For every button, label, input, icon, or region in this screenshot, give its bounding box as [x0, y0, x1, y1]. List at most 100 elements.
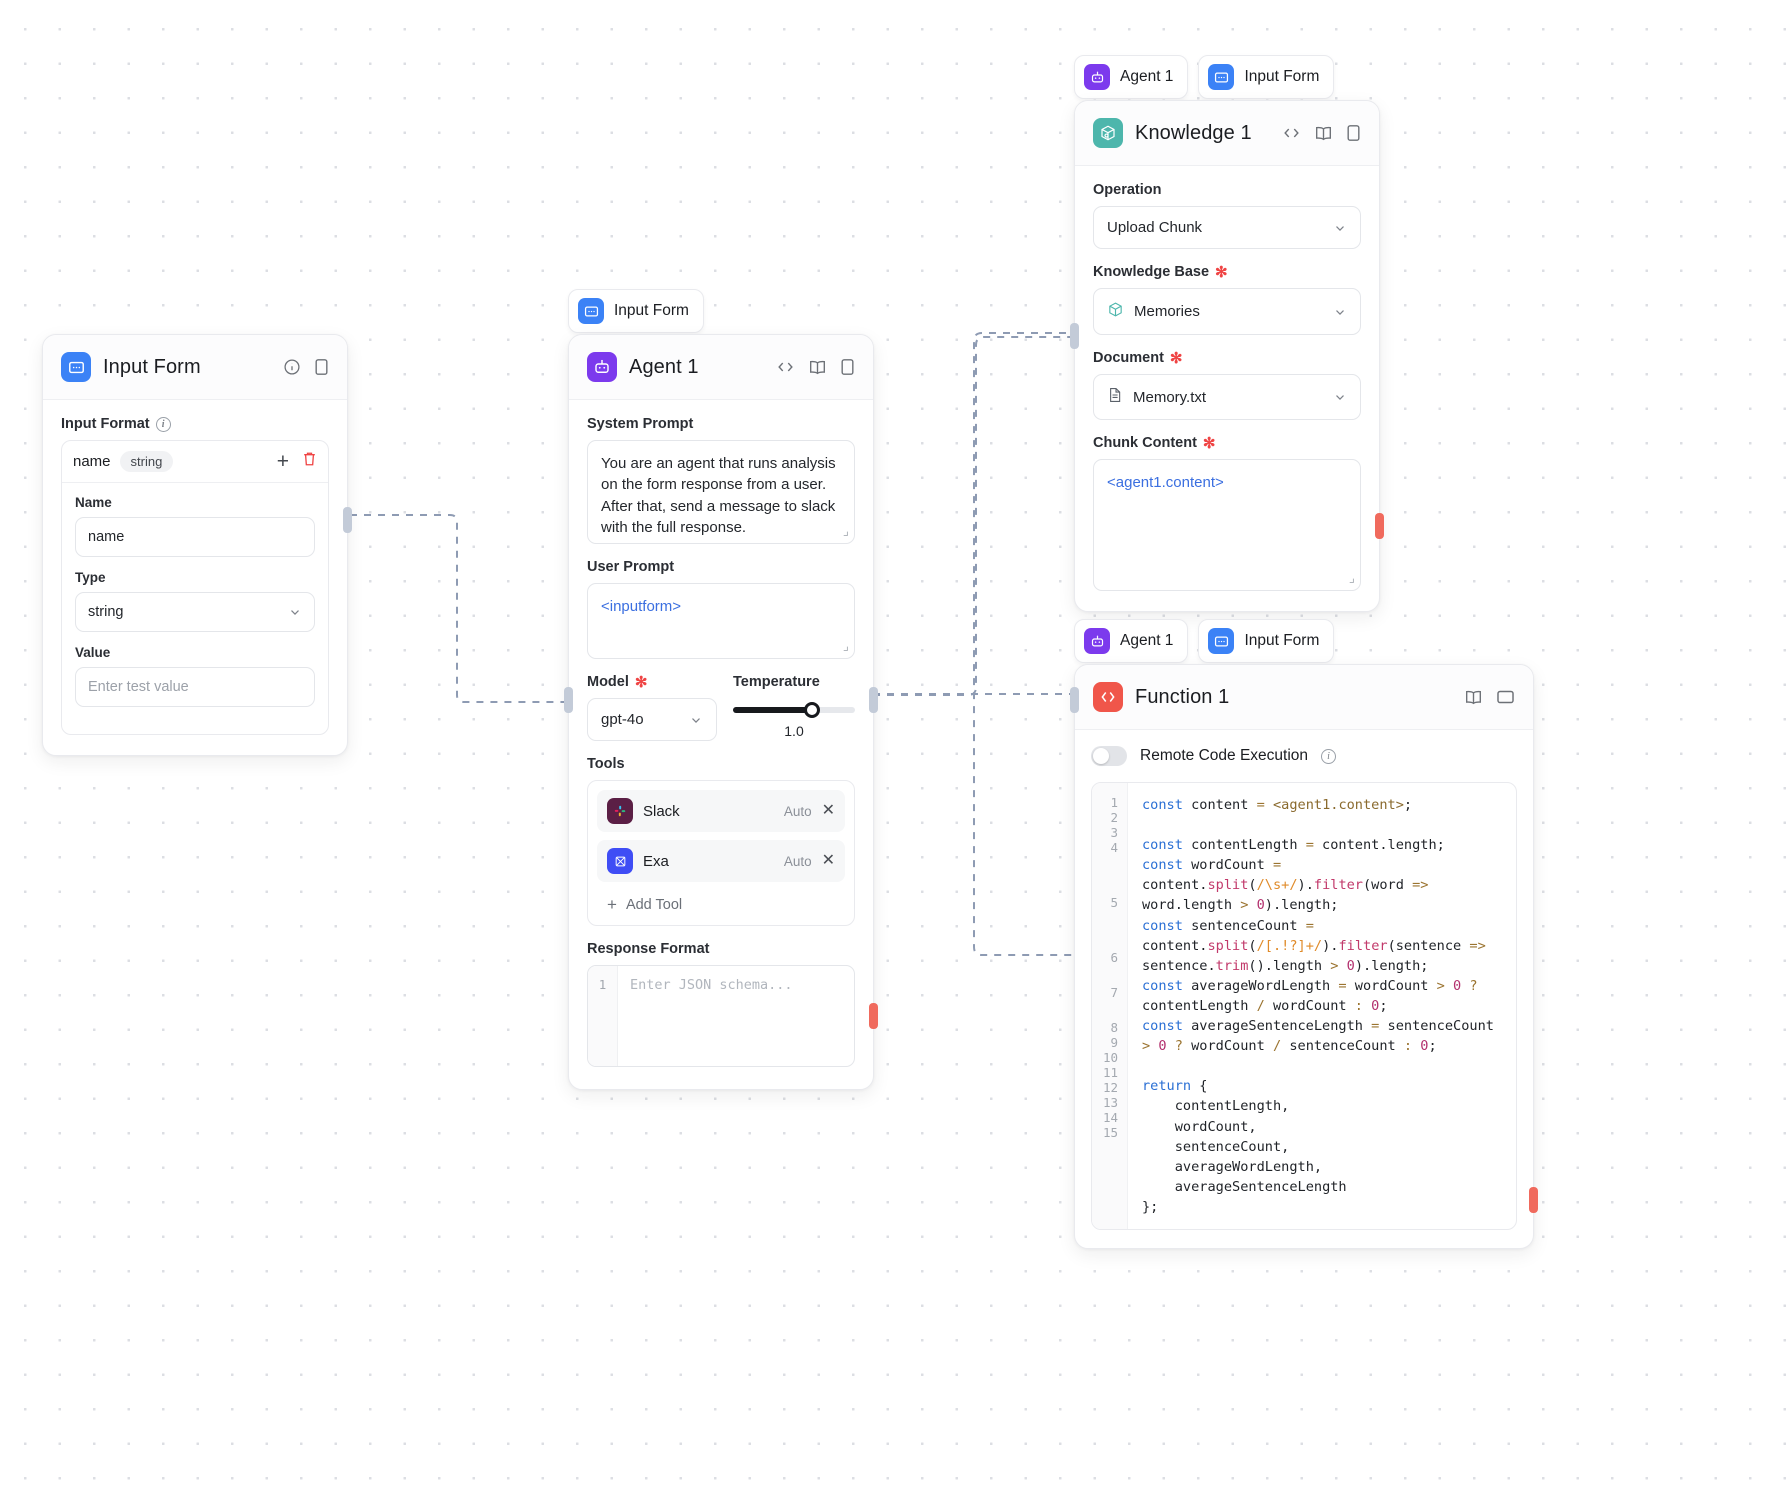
document-icon: [1107, 387, 1123, 407]
node-function[interactable]: Function 1 Remote Code Execution i: [1070, 664, 1538, 1249]
tool-name: Slack: [643, 802, 680, 820]
knowledge-base-select[interactable]: Memories: [1093, 288, 1361, 335]
agent-header[interactable]: Agent 1: [569, 335, 873, 400]
info-icon[interactable]: i: [155, 416, 171, 432]
tool-item[interactable]: Slack Auto ✕: [597, 790, 845, 832]
value-input[interactable]: Enter test value: [75, 667, 315, 707]
tools-label: Tools: [587, 756, 625, 772]
type-label: Type: [75, 570, 106, 585]
chip-label: Input Form: [1244, 68, 1320, 85]
temperature-slider[interactable]: 1.0: [733, 698, 855, 739]
form-icon: [1208, 64, 1235, 90]
remove-tool-icon[interactable]: ✕: [821, 852, 835, 869]
slack-icon: [607, 798, 633, 824]
chevron-down-icon: [1333, 221, 1347, 235]
edge-inputform-to-agent: [350, 514, 575, 703]
code-icon[interactable]: [776, 359, 795, 375]
edge-knowledge-branch-down: [973, 332, 1084, 956]
tool-item[interactable]: Exa Auto ✕: [597, 840, 845, 882]
node-knowledge[interactable]: Knowledge 1: [1070, 100, 1384, 612]
info-icon[interactable]: i: [1321, 748, 1337, 764]
toggle-label: Remote Code Execution: [1140, 747, 1309, 764]
input-format-label: Input Format i: [61, 416, 329, 432]
knowledge-header[interactable]: Knowledge 1: [1075, 101, 1379, 166]
output-port[interactable]: [869, 687, 878, 713]
code-content[interactable]: const content = <agent1.content>; const …: [1142, 797, 1503, 1215]
model-select[interactable]: gpt-4o: [587, 698, 717, 741]
expand-icon[interactable]: [1496, 689, 1515, 705]
panel-icon[interactable]: [840, 358, 855, 376]
chip-input-form[interactable]: Input Form: [1198, 55, 1335, 99]
error-port[interactable]: [869, 1003, 878, 1029]
knowledge-icon: [1093, 118, 1123, 148]
code-icon[interactable]: [1282, 125, 1301, 141]
node-title: Input Form: [103, 355, 201, 378]
tool-mode[interactable]: Auto: [783, 853, 812, 869]
row-type-badge: string: [119, 451, 174, 472]
book-icon[interactable]: [1464, 689, 1483, 706]
output-port[interactable]: [343, 507, 352, 533]
panel-icon[interactable]: [1346, 124, 1361, 142]
chip-input-form[interactable]: Input Form: [568, 289, 704, 333]
resize-handle-icon[interactable]: ⌟: [842, 637, 849, 653]
knowledge-input-chips: Agent 1 Input Form: [1074, 55, 1335, 99]
book-icon[interactable]: [1314, 125, 1333, 142]
json-placeholder: Enter JSON schema...: [630, 977, 793, 993]
add-tool-button[interactable]: + Add Tool: [597, 890, 845, 916]
tool-name: Exa: [643, 852, 669, 870]
user-prompt-textarea[interactable]: <inputform> ⌟: [587, 583, 855, 659]
tools-list: Slack Auto ✕ Exa Auto ✕: [587, 780, 855, 926]
chip-agent-1[interactable]: Agent 1: [1074, 55, 1189, 99]
remote-code-execution-toggle[interactable]: [1091, 746, 1127, 766]
panel-icon[interactable]: [314, 358, 329, 376]
remove-tool-icon[interactable]: ✕: [821, 802, 835, 819]
type-select[interactable]: string: [75, 592, 315, 632]
line-number: 1: [588, 966, 618, 1066]
tool-mode[interactable]: Auto: [783, 803, 812, 819]
model-label: Model✻: [587, 673, 648, 691]
form-icon: [61, 352, 91, 382]
chevron-down-icon: [288, 605, 302, 619]
name-input[interactable]: name: [75, 517, 315, 557]
chip-input-form[interactable]: Input Form: [1198, 619, 1335, 663]
input-port[interactable]: [564, 687, 573, 713]
function-code-icon: [1093, 682, 1123, 712]
node-input-form[interactable]: Input Form Input Format i: [42, 334, 352, 756]
output-port[interactable]: [1529, 1187, 1538, 1213]
book-icon[interactable]: [808, 359, 827, 376]
response-format-label: Response Format: [587, 941, 710, 957]
form-icon: [1208, 628, 1235, 654]
info-icon[interactable]: [283, 358, 301, 376]
input-port[interactable]: [1070, 687, 1079, 713]
chevron-down-icon: [1333, 390, 1347, 404]
resize-handle-icon[interactable]: ⌟: [842, 522, 849, 538]
response-format-editor[interactable]: 1 Enter JSON schema...: [587, 965, 855, 1067]
knowledge-base-icon: [1107, 301, 1124, 322]
output-port[interactable]: [1375, 513, 1384, 539]
operation-label: Operation: [1093, 182, 1162, 198]
input-format-row[interactable]: name string +: [62, 441, 328, 483]
node-agent[interactable]: Agent 1: [564, 334, 878, 1090]
chunk-content-textarea[interactable]: <agent1.content> ⌟: [1093, 459, 1361, 591]
value-label: Value: [75, 645, 111, 660]
input-format-group: name string + Name name: [61, 440, 329, 735]
resize-handle-icon[interactable]: ⌟: [1348, 569, 1355, 585]
document-select[interactable]: Memory.txt: [1093, 374, 1361, 420]
remote-code-execution-row[interactable]: Remote Code Execution i: [1091, 746, 1517, 766]
add-field-icon[interactable]: +: [276, 450, 289, 473]
input-form-header[interactable]: Input Form: [43, 335, 347, 400]
input-port[interactable]: [1070, 323, 1079, 349]
function-input-chips: Agent 1 Input Form: [1074, 619, 1335, 663]
add-tool-label: Add Tool: [625, 896, 683, 913]
chip-agent-1[interactable]: Agent 1: [1074, 619, 1189, 663]
edge-agent-to-knowledge: [873, 336, 1078, 696]
function-header[interactable]: Function 1: [1075, 665, 1533, 730]
system-prompt-textarea[interactable]: You are an agent that runs analysis on t…: [587, 440, 855, 544]
operation-select[interactable]: Upload Chunk: [1093, 206, 1361, 249]
chip-label: Input Form: [1244, 632, 1320, 649]
delete-field-icon[interactable]: [302, 451, 317, 472]
system-prompt-label: System Prompt: [587, 416, 694, 432]
document-label: Document✻: [1093, 349, 1183, 367]
